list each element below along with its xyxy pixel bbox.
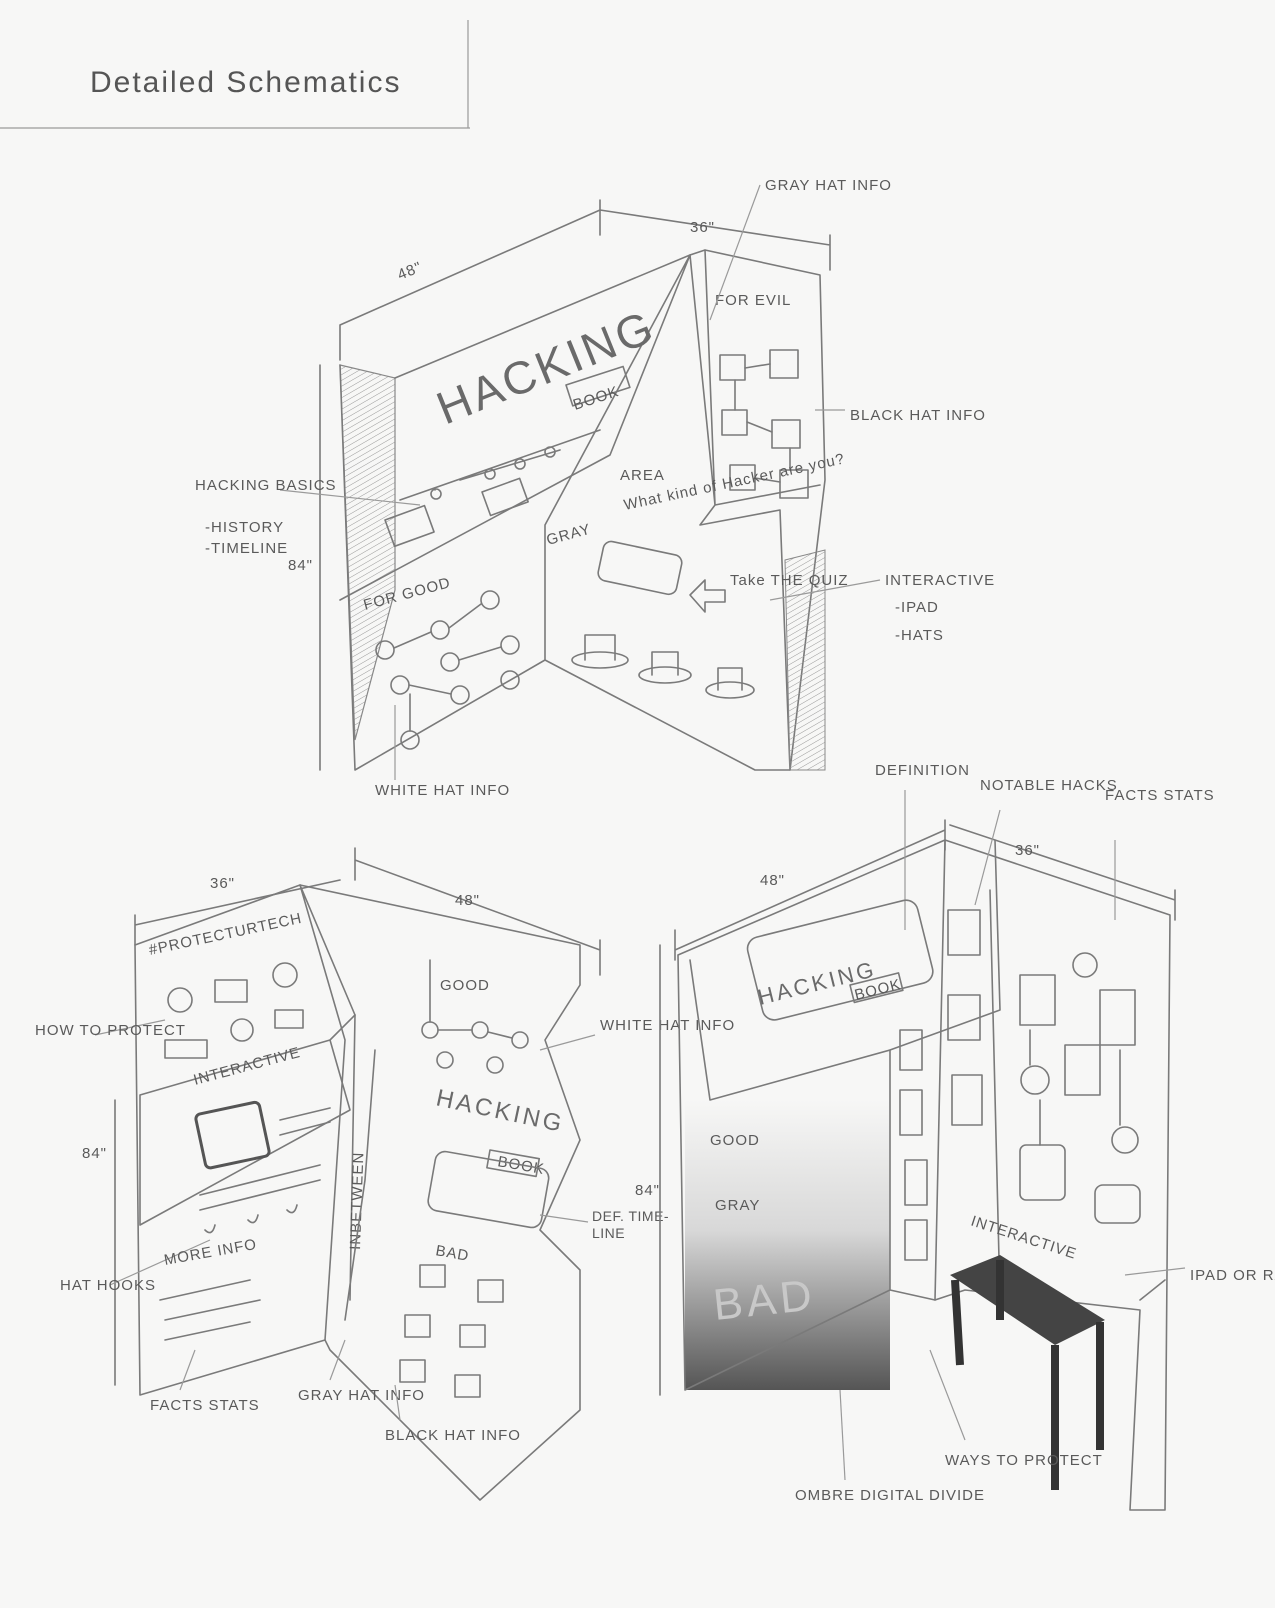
facts-stats-frames bbox=[1019, 952, 1141, 1224]
ipad-icon bbox=[597, 540, 683, 596]
area-label: AREA bbox=[620, 467, 665, 484]
facts-stats: FACTS STATS bbox=[1105, 787, 1215, 804]
white-hat-chart bbox=[375, 590, 520, 750]
how-to-protect-icons bbox=[164, 962, 304, 1059]
dim-height: 84" bbox=[635, 1182, 660, 1199]
dim-width-left: 48" bbox=[395, 259, 425, 284]
dim-width-left: 48" bbox=[760, 872, 785, 889]
dim-width-right: 48" bbox=[455, 892, 480, 909]
for-evil: FOR EVIL bbox=[715, 292, 791, 309]
interactive-item: -HATS bbox=[895, 627, 944, 644]
booth-2: 36" 48" 84" #PROTECTURTECH HOW TO PROTEC… bbox=[35, 847, 735, 1501]
dim-width-right: 36" bbox=[1015, 842, 1040, 859]
hat-icons bbox=[571, 634, 755, 699]
booth-1: 48" 36" 84" HACKING BOOK FOR EVIL GRAY H… bbox=[195, 177, 995, 799]
good-label: GOOD bbox=[710, 1132, 760, 1149]
good-label: GOOD bbox=[440, 977, 490, 994]
header-hacking: HACKING bbox=[434, 1084, 567, 1138]
facts-stats: FACTS STATS bbox=[150, 1397, 260, 1414]
ombre-gradient bbox=[685, 1100, 890, 1390]
more-info: MORE INFO bbox=[163, 1236, 259, 1269]
def-timeline: DEF. TIME-LINE bbox=[592, 1208, 670, 1241]
definition: DEFINITION bbox=[875, 762, 970, 779]
notable-hacks-frames bbox=[899, 909, 983, 1261]
page-title: Detailed Schematics bbox=[90, 66, 401, 99]
ipad-or-pi: IPAD OR RASPBERRY PI bbox=[1190, 1267, 1275, 1284]
black-hat-chart bbox=[719, 349, 809, 499]
bad-label: BAD bbox=[434, 1242, 470, 1265]
gray-hat-info: GRAY HAT INFO bbox=[765, 177, 892, 194]
side-wall bbox=[339, 364, 396, 741]
interactive-item: -IPAD bbox=[895, 599, 939, 616]
bad-label: BAD bbox=[711, 1271, 818, 1330]
notable-hacks: NOTABLE HACKS bbox=[980, 777, 1118, 794]
ways-to-protect: WAYS TO PROTECT bbox=[945, 1452, 1103, 1469]
gray-label: GRAY bbox=[715, 1197, 760, 1214]
gray-label: GRAY bbox=[545, 521, 593, 549]
arrow-left-icon bbox=[689, 579, 726, 613]
header-hacking: HACKING bbox=[429, 300, 662, 435]
gray-hat-info: GRAY HAT INFO bbox=[298, 1387, 425, 1404]
screen-icon bbox=[194, 1100, 271, 1170]
dim-width-left: 36" bbox=[210, 875, 235, 892]
take-quiz: Take THE QUIZ bbox=[730, 572, 849, 589]
white-hat-info: WHITE HAT INFO bbox=[375, 782, 510, 799]
interactive-label: INTERACTIVE bbox=[969, 1213, 1079, 1263]
interactive-label: INTERACTIVE bbox=[885, 572, 995, 589]
timeline bbox=[399, 429, 601, 501]
path-arrow bbox=[344, 1049, 376, 1321]
title-box: Detailed Schematics bbox=[0, 20, 470, 129]
dim-height: 84" bbox=[82, 1145, 107, 1162]
black-hat-info: BLACK HAT INFO bbox=[385, 1427, 521, 1444]
side-wall-right bbox=[784, 549, 826, 771]
booth-3: 48" 36" 84" DEFINITION NOTABLE HACKS FAC… bbox=[635, 762, 1275, 1511]
book-label: BOOK bbox=[571, 383, 621, 414]
hat-hooks-icons bbox=[204, 1204, 298, 1234]
black-hat-chart bbox=[399, 1264, 504, 1398]
hacking-basics: HACKING BASICS bbox=[195, 477, 337, 494]
black-hat-info: BLACK HAT INFO bbox=[850, 407, 986, 424]
ombre-digital-divide: OMBRE DIGITAL DIVIDE bbox=[795, 1487, 985, 1504]
interactive-label: INTERACTIVE bbox=[192, 1044, 303, 1089]
dim-width-right: 36" bbox=[690, 219, 715, 236]
inbetween-label: INBETWEEN bbox=[347, 1151, 367, 1250]
hat-hooks: HAT HOOKS bbox=[60, 1277, 156, 1294]
how-to-protect: HOW TO PROTECT bbox=[35, 1022, 186, 1039]
basics-item: -TIMELINE bbox=[205, 540, 288, 557]
basics-item: -HISTORY bbox=[205, 519, 284, 536]
white-hat-info: WHITE HAT INFO bbox=[600, 1017, 735, 1034]
def-timeline-box: DEF. TIME-LINE bbox=[592, 1208, 670, 1241]
dim-height: 84" bbox=[288, 557, 313, 574]
white-hat-chart bbox=[421, 959, 529, 1074]
bench-icon bbox=[950, 1255, 1105, 1490]
